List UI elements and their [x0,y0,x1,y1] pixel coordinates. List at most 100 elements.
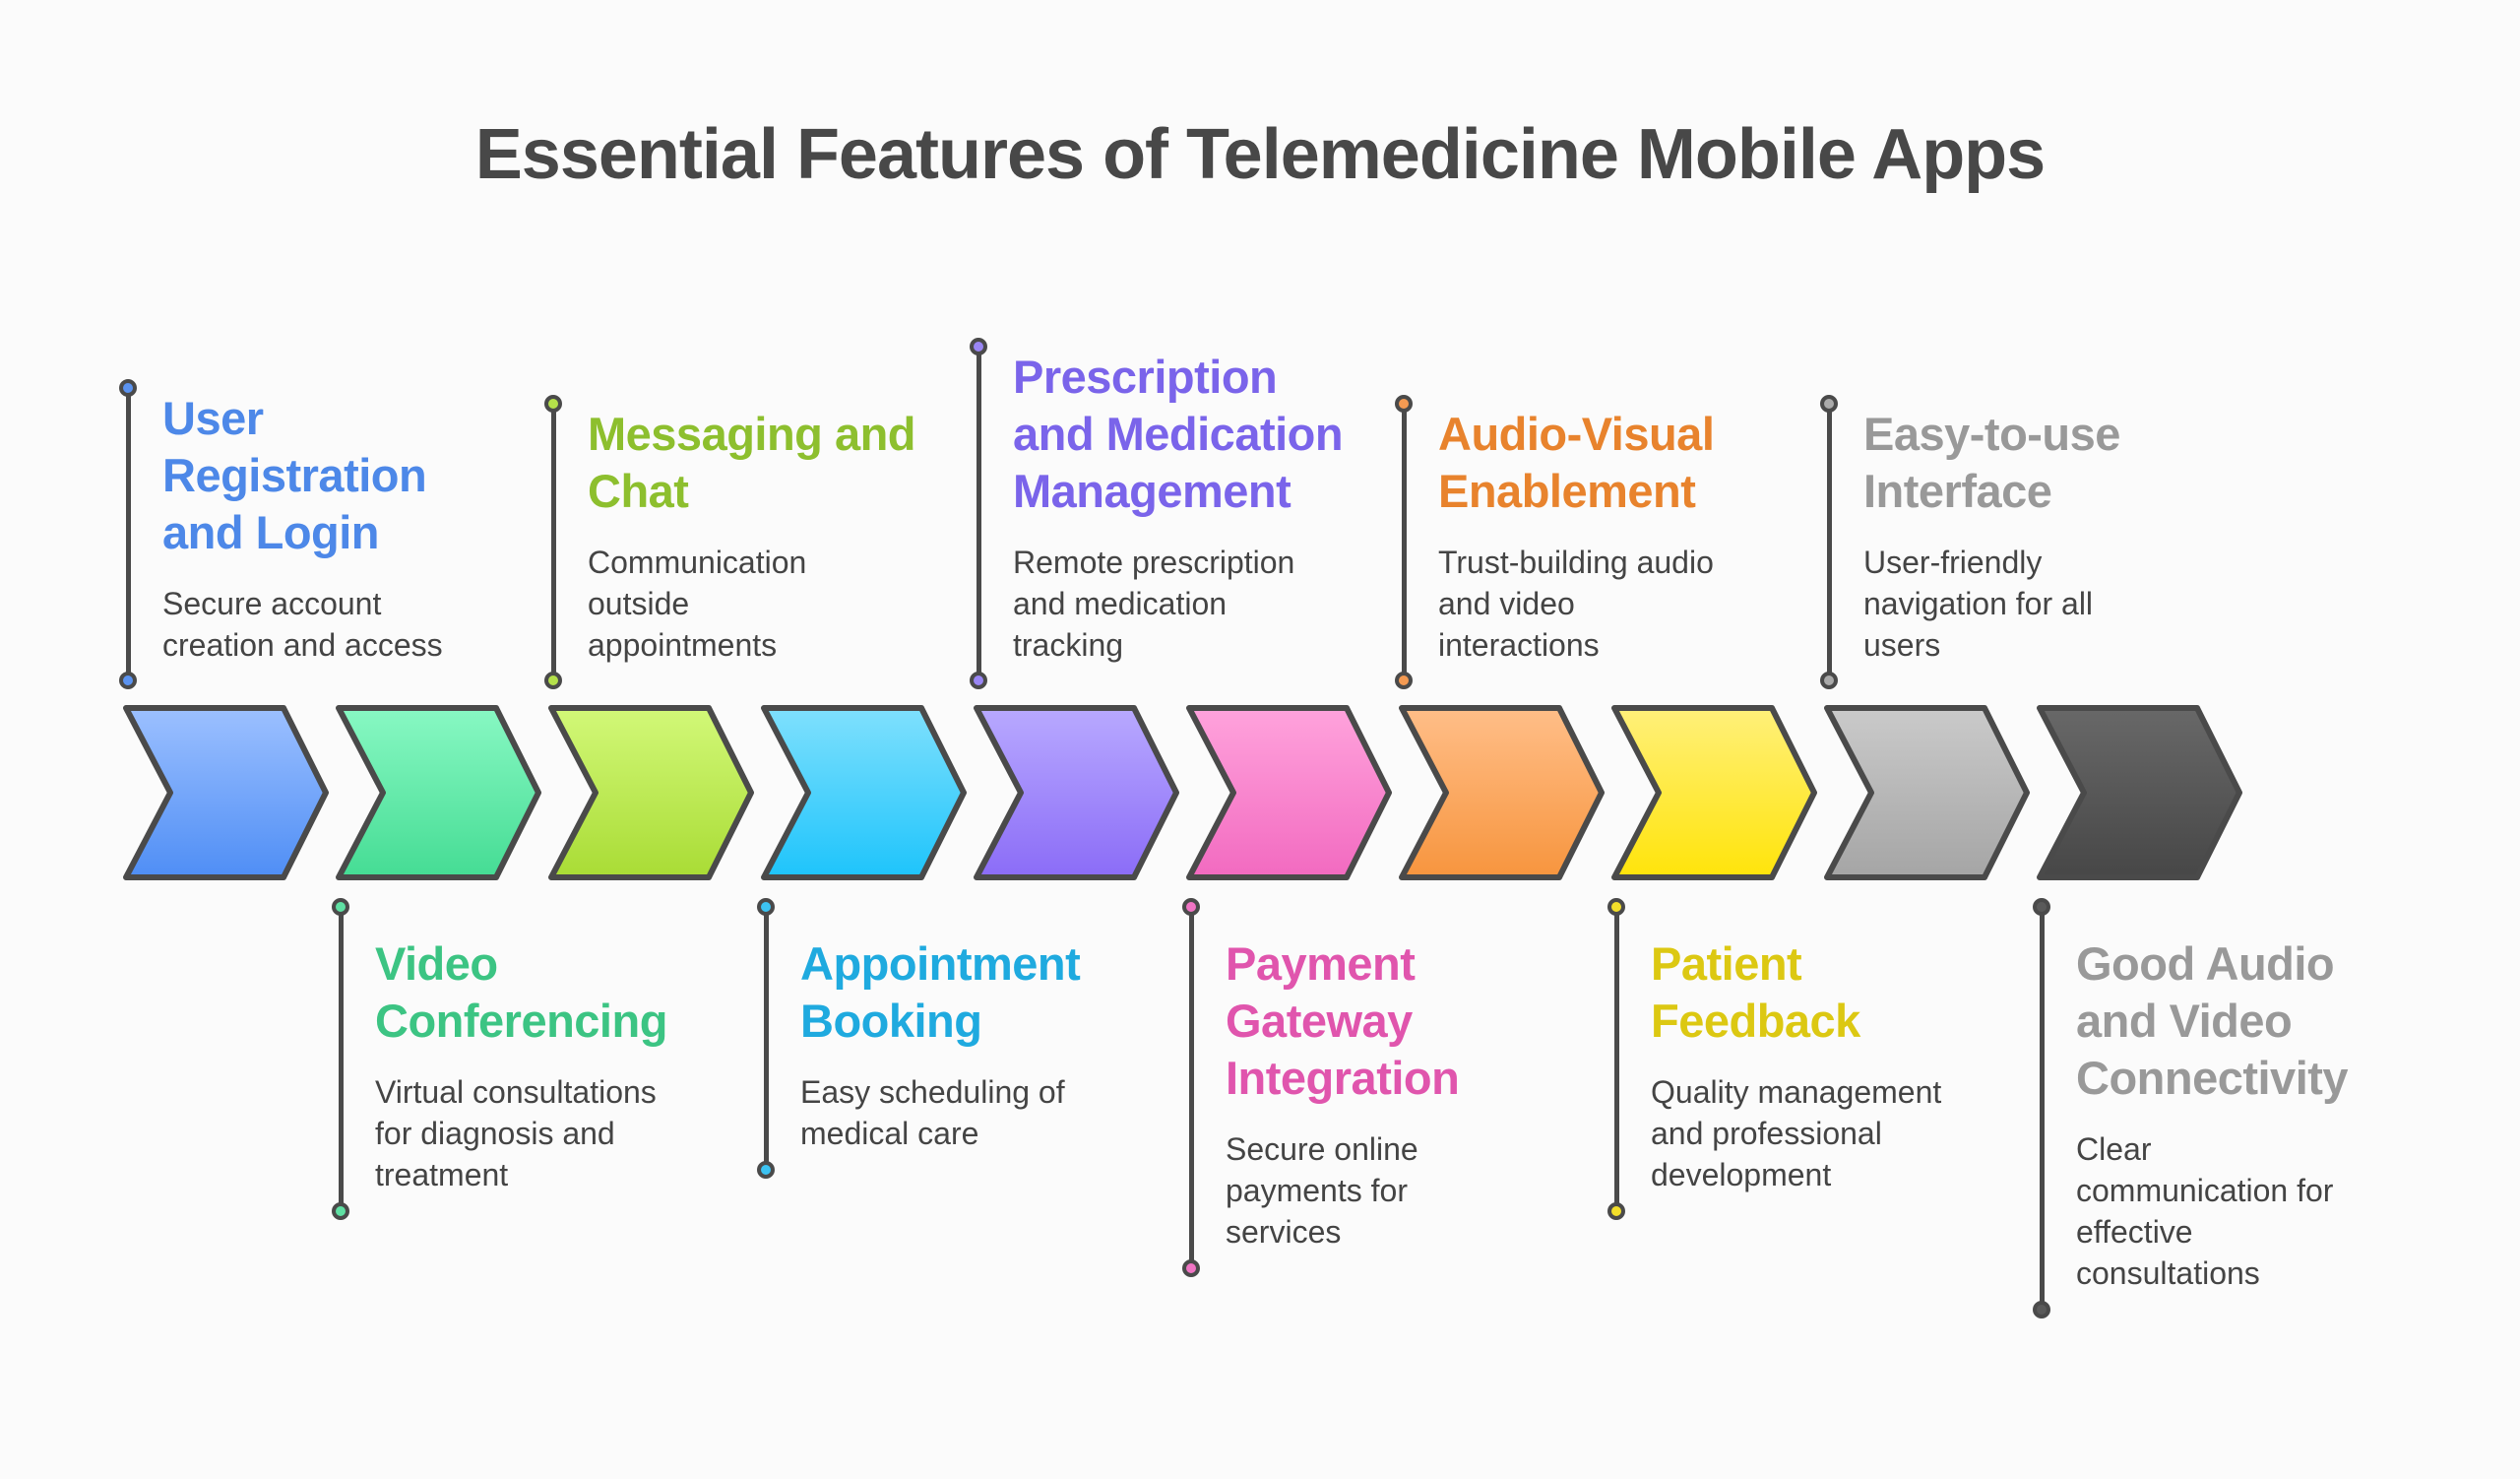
connector-dot-icon [2033,1301,2050,1318]
feature-description-line: interactions [1438,627,1600,663]
feature-title-line: Conferencing [375,995,667,1047]
feature-title-line: and Video [2076,995,2293,1047]
feature-description-line: services [1226,1214,1342,1250]
feature-description-line: outside [588,586,690,621]
chevron-step-9 [1824,705,2030,880]
connector-dot-icon [1182,898,1200,916]
connector-line [126,388,131,680]
feature-title-line: Video [375,937,498,990]
feature-title-line: Enablement [1438,465,1696,517]
feature-description-line: for diagnosis and [375,1116,615,1151]
connector-line [1827,404,1832,680]
feature-title-line: Prescription [1013,351,1278,403]
feature-description-line: tracking [1013,627,1124,663]
feature-title-line: Audio-Visual [1438,408,1715,460]
feature-description-line: navigation for all [1863,586,2094,621]
connector-dot-icon [119,672,137,689]
chevron-step-1 [123,705,329,880]
feature-title-line: Feedback [1651,995,1860,1047]
connector-dot-icon [757,1161,775,1179]
connector-dot-icon [757,898,775,916]
feature-description-line: development [1651,1157,1832,1192]
feature-description: Communication outside appointments [588,542,922,666]
connector-line [1614,907,1619,1211]
feature-description-line: payments for [1226,1173,1408,1208]
feature-title-line: Messaging and [588,408,916,460]
feature-description-line: Trust-building audio [1438,545,1714,580]
feature-title-line: Interface [1863,465,2052,517]
connector-dot-icon [970,672,987,689]
connector-dot-icon [1607,1202,1625,1220]
feature-description-line: creation and access [162,627,443,663]
feature-description-line: and video [1438,586,1575,621]
feature-title-line: Appointment [800,937,1081,990]
connector-line [2040,907,2045,1310]
feature-title-line: Easy-to-use [1863,408,2120,460]
connector-dot-icon [2033,898,2050,916]
chevron-step-10 [2037,705,2242,880]
connector-dot-icon [1820,672,1838,689]
feature-title-line: Management [1013,465,1292,517]
connector-dot-icon [1607,898,1625,916]
connector-line [764,907,769,1170]
feature-description: Quality management and professional develo… [1651,1071,1985,1195]
feature-title-line: and Medication [1013,408,1344,460]
connector-line [1402,404,1407,680]
feature-title-line: and Login [162,506,380,558]
feature-description-line: appointments [588,627,778,663]
connector-dot-icon [544,395,562,413]
feature-description-line: medical care [800,1116,979,1151]
diagram-title: Essential Features of Telemedicine Mobil… [474,115,2046,194]
chevron-step-8 [1611,705,1817,880]
feature-title-line: Good Audio [2076,937,2335,990]
feature-description: Secure online payments for services [1226,1128,1560,1253]
feature-title-line: Gateway [1226,995,1413,1047]
feature-description-line: Communication [588,545,807,580]
chevron-step-4 [761,705,967,880]
feature-title-line: Payment [1226,937,1416,990]
feature-description-line: Easy scheduling of [800,1074,1065,1110]
connector-line [339,907,344,1211]
feature-description-line: and medication [1013,586,1228,621]
connector-dot-icon [544,672,562,689]
feature-title-line: Registration [162,449,427,501]
feature-description-line: treatment [375,1157,509,1192]
feature-description-line: Secure online [1226,1131,1418,1167]
feature-description: Secure account creation and access [162,583,497,666]
feature-description-line: consultations [2076,1255,2260,1291]
feature-description-line: Quality management [1651,1074,1942,1110]
connector-line [1189,907,1194,1268]
feature-description-line: Clear [2076,1131,2152,1167]
chevron-step-5 [974,705,1179,880]
chevron-step-7 [1399,705,1605,880]
feature-description-line: Secure account [162,586,382,621]
feature-description-line: and professional [1651,1116,1882,1151]
connector-dot-icon [119,379,137,397]
connector-dot-icon [332,1202,349,1220]
feature-description-line: communication for [2076,1173,2334,1208]
feature-description: Trust-building audio and video interaction… [1438,542,1773,666]
feature-title-line: Integration [1226,1052,1460,1104]
feature-title-line: Patient [1651,937,1802,990]
feature-title-line: Booking [800,995,982,1047]
feature-title-line: Chat [588,465,689,517]
